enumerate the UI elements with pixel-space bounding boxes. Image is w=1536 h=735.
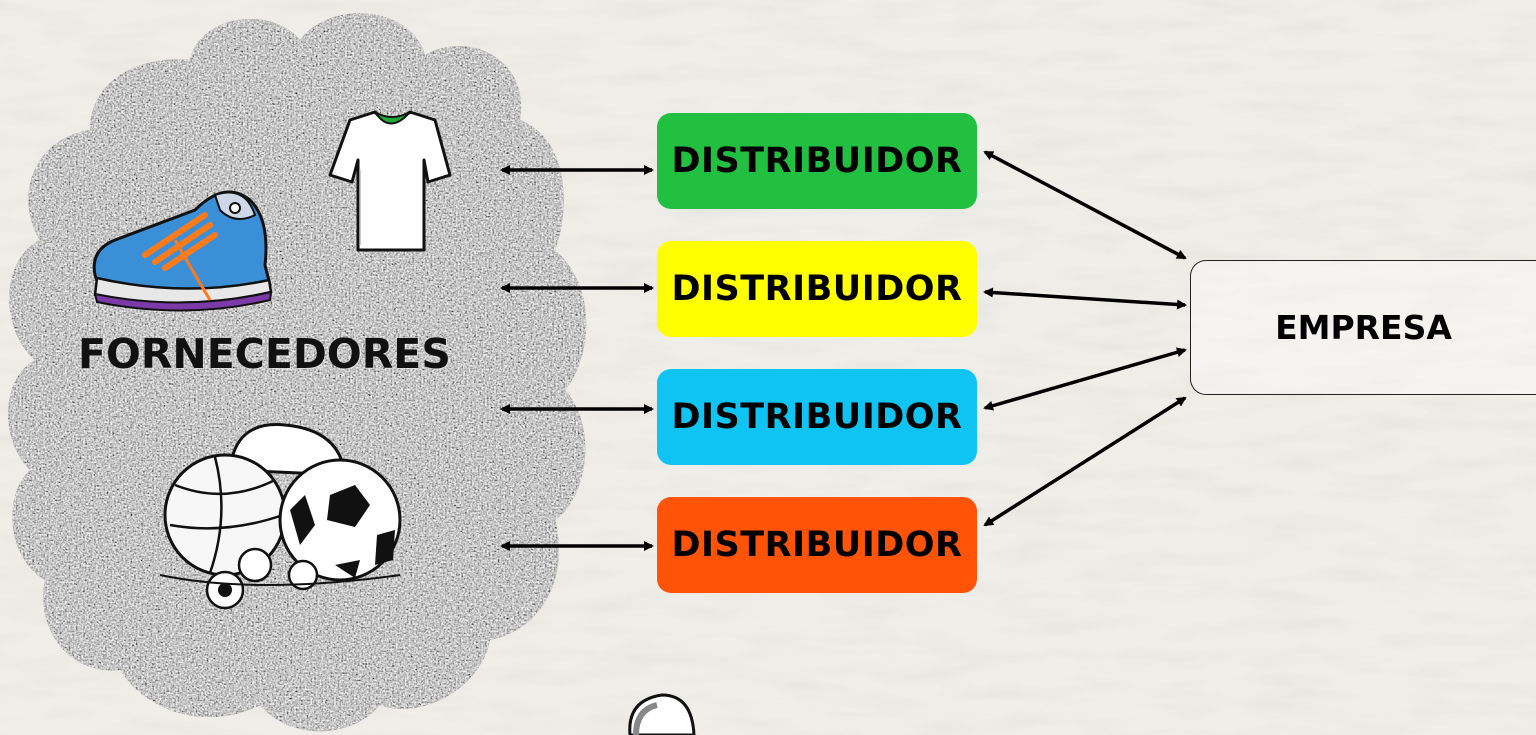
- distributor-box-1: DISTRIBUIDOR: [657, 113, 977, 209]
- distributor-label-3: DISTRIBUIDOR: [671, 397, 962, 437]
- distributor-label-2: DISTRIBUIDOR: [671, 269, 962, 309]
- company-box: EMPRESA: [1190, 260, 1536, 395]
- arrow-distributor-company-2: [985, 292, 1185, 305]
- distributor-box-4: DISTRIBUIDOR: [657, 497, 977, 593]
- arrow-distributor-company-4: [985, 398, 1185, 525]
- helmet-icon: [630, 695, 694, 735]
- distributor-label-4: DISTRIBUIDOR: [671, 525, 962, 565]
- suppliers-label: FORNECEDORES: [78, 330, 451, 378]
- arrow-distributor-company-1: [985, 152, 1185, 258]
- distributor-box-2: DISTRIBUIDOR: [657, 241, 977, 337]
- distributor-label-1: DISTRIBUIDOR: [671, 141, 962, 181]
- arrow-distributor-company-3: [985, 350, 1185, 408]
- distributor-box-3: DISTRIBUIDOR: [657, 369, 977, 465]
- distributor-company-arrows: [985, 152, 1185, 525]
- company-label: EMPRESA: [1275, 308, 1452, 347]
